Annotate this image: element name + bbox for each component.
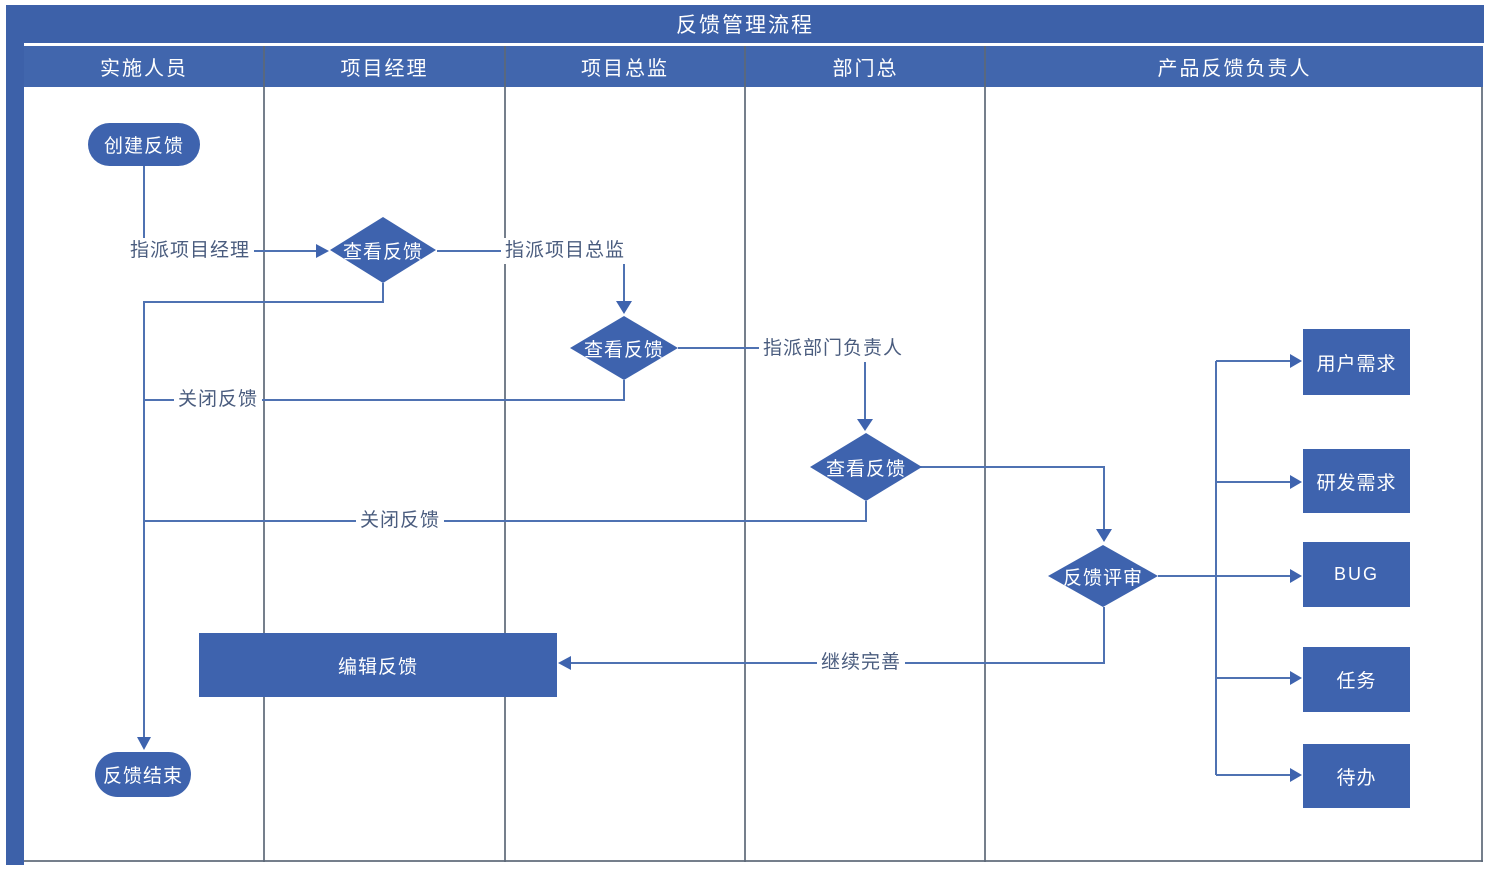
node-process-user-requirement: 用户需求 [1303,329,1410,395]
arrowhead-into-end [137,737,151,750]
arrowhead-into-edit-feedback [558,656,571,670]
edge-label-close-feedback-2: 关闭反馈 [355,508,445,534]
lane-header-department-head: 部门总 [745,46,986,87]
edge-label-assign-department-head: 指派部门负责人 [758,336,908,362]
lane-divider-1 [263,46,265,862]
edge-label-assign-project-director: 指派项目总监 [500,238,630,264]
lane-header-project-director: 项目总监 [505,46,745,87]
arrowhead-into-task [1290,671,1302,685]
node-process-todo: 待办 [1303,744,1410,808]
node-process-dev-requirement: 研发需求 [1303,449,1410,513]
right-frame-border [1481,46,1483,862]
node-process-bug: BUG [1303,542,1410,607]
arrowhead-into-dept-review [857,419,873,431]
node-decision-feedback-review: 反馈评审 [1048,545,1158,607]
node-start-create-feedback: 创建反馈 [88,123,200,166]
node-decision-director-view-feedback: 查看反馈 [570,316,678,380]
arrowhead-into-dev-requirement [1290,475,1302,489]
lane-divider-4 [984,46,986,862]
arrowhead-into-todo [1290,768,1302,782]
arrowhead-into-pm-review [316,244,329,258]
lane-divider-3 [744,46,746,862]
title-bar: 反馈管理流程 [6,5,1484,43]
edge-label-close-feedback-1: 关闭反馈 [173,387,263,413]
edge-dept-to-feedback-review [918,466,1105,529]
lane-divider-2 [504,46,506,862]
edge-label-continue-improve: 继续完善 [816,650,906,676]
node-end-feedback-end: 反馈结束 [95,752,191,797]
lane-header-implementation-staff: 实施人员 [24,46,264,87]
diagram-title: 反馈管理流程 [676,14,814,37]
left-frame-border [6,43,24,865]
edge-feedback-review-branches [1158,360,1290,776]
node-decision-pm-view-feedback: 查看反馈 [330,217,436,283]
lane-header-product-feedback-owner: 产品反馈负责人 [986,46,1483,87]
node-process-task: 任务 [1303,647,1410,712]
node-process-edit-feedback: 编辑反馈 [199,633,557,697]
node-decision-dept-view-feedback: 查看反馈 [810,433,922,501]
arrowhead-into-feedback-review [1096,529,1112,542]
bottom-frame-border [24,860,1483,862]
arrowhead-into-user-requirement [1290,354,1302,368]
edge-label-assign-project-manager: 指派项目经理 [125,238,255,264]
arrowhead-into-director-review [616,301,632,314]
lane-header-project-manager: 项目经理 [264,46,505,87]
arrowhead-into-bug [1290,569,1302,583]
